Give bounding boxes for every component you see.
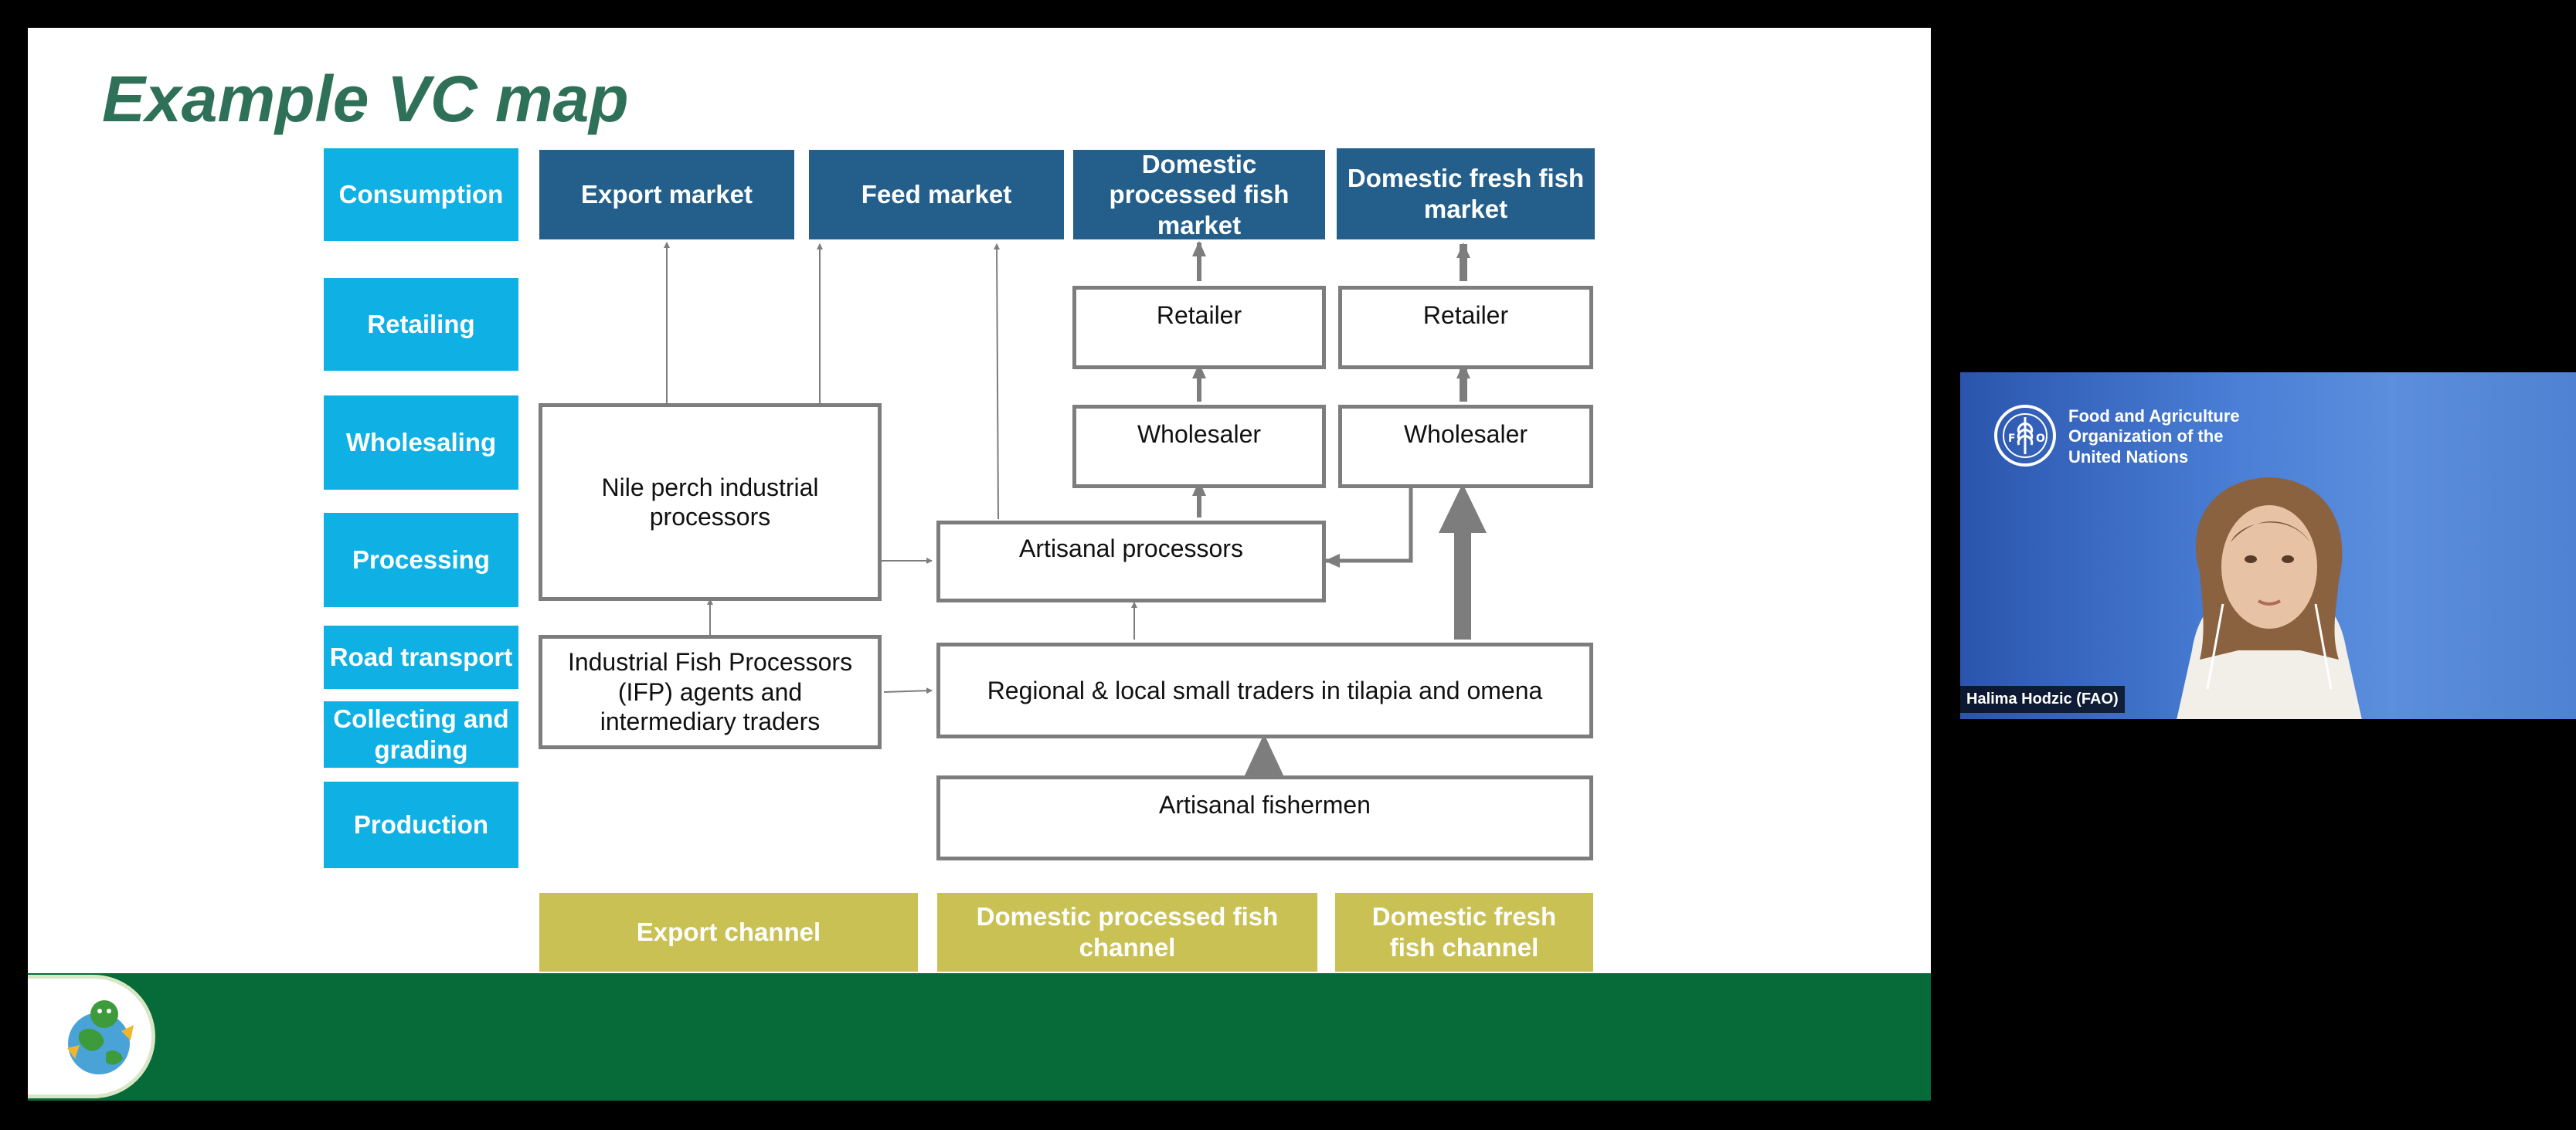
participant-name-tag: Halima Hodzic (FAO): [1960, 686, 2125, 713]
market-feed: Feed market: [809, 150, 1064, 239]
participant-video-feed: [2177, 477, 2362, 719]
arrow-ifp-smalltraders: [883, 687, 933, 694]
stage-wholesaling: Wholesaling: [324, 395, 518, 490]
stage-processing: Processing: [324, 513, 518, 607]
arrow-artisanal-feed: [994, 243, 1001, 520]
svg-text:F: F: [2008, 433, 2016, 445]
slide-title: Example VC map: [102, 63, 629, 135]
actor-small-traders: Regional & local small traders in tilapi…: [936, 643, 1593, 738]
stage-production: Production: [324, 782, 518, 868]
actor-wholesaler-processed: Wholesaler: [1072, 405, 1326, 488]
arrow-fishermen-smalltraders: [1244, 734, 1284, 777]
channel-domestic-processed: Domestic processed fish channel: [937, 893, 1317, 972]
market-export: Export market: [539, 150, 794, 239]
stage-collecting-grading: Collecting and grading: [324, 701, 518, 768]
actor-wholesaler-fresh: Wholesaler: [1338, 405, 1593, 488]
arrow-smalltraders-wholesaler-fresh: [1454, 530, 1471, 640]
presentation-slide: Example VC map Consumption Retailing Who…: [28, 28, 1931, 1101]
fao-organization-name: Food and Agriculture Organization of the…: [2068, 406, 2240, 467]
project-logo: [28, 975, 155, 1098]
channel-export: Export channel: [539, 893, 918, 972]
actor-retailer-processed: Retailer: [1072, 286, 1326, 369]
fao-emblem-icon: F O: [1994, 405, 2056, 467]
project-logo-icon: [67, 1000, 134, 1074]
actor-artisanal-processors: Artisanal processors: [936, 521, 1326, 602]
actor-retailer-fresh: Retailer: [1338, 286, 1593, 369]
slide-footer-bar: [28, 973, 1931, 1101]
market-domestic-processed: Domestic processed fish market: [1073, 150, 1325, 239]
stage-consumption: Consumption: [324, 148, 518, 241]
stage-retailing: Retailing: [324, 278, 518, 371]
actor-artisanal-fishermen: Artisanal fishermen: [936, 775, 1593, 860]
flow-arrows: [664, 241, 1487, 777]
arrow-wholesaler-fresh-artisanal: [1324, 484, 1413, 568]
participant-video-tile[interactable]: F O Food and Agriculture Organization of…: [1960, 372, 2576, 719]
svg-text:O: O: [2036, 433, 2045, 445]
market-domestic-fresh: Domestic fresh fish market: [1337, 148, 1595, 239]
actor-nile-perch-processors: Nile perch industrial processors: [539, 403, 882, 601]
actor-ifp-agents: Industrial Fish Processors (IFP) agents …: [539, 635, 882, 749]
channel-domestic-fresh: Domestic fresh fish channel: [1335, 893, 1593, 972]
stage-road-transport: Road transport: [324, 626, 518, 689]
